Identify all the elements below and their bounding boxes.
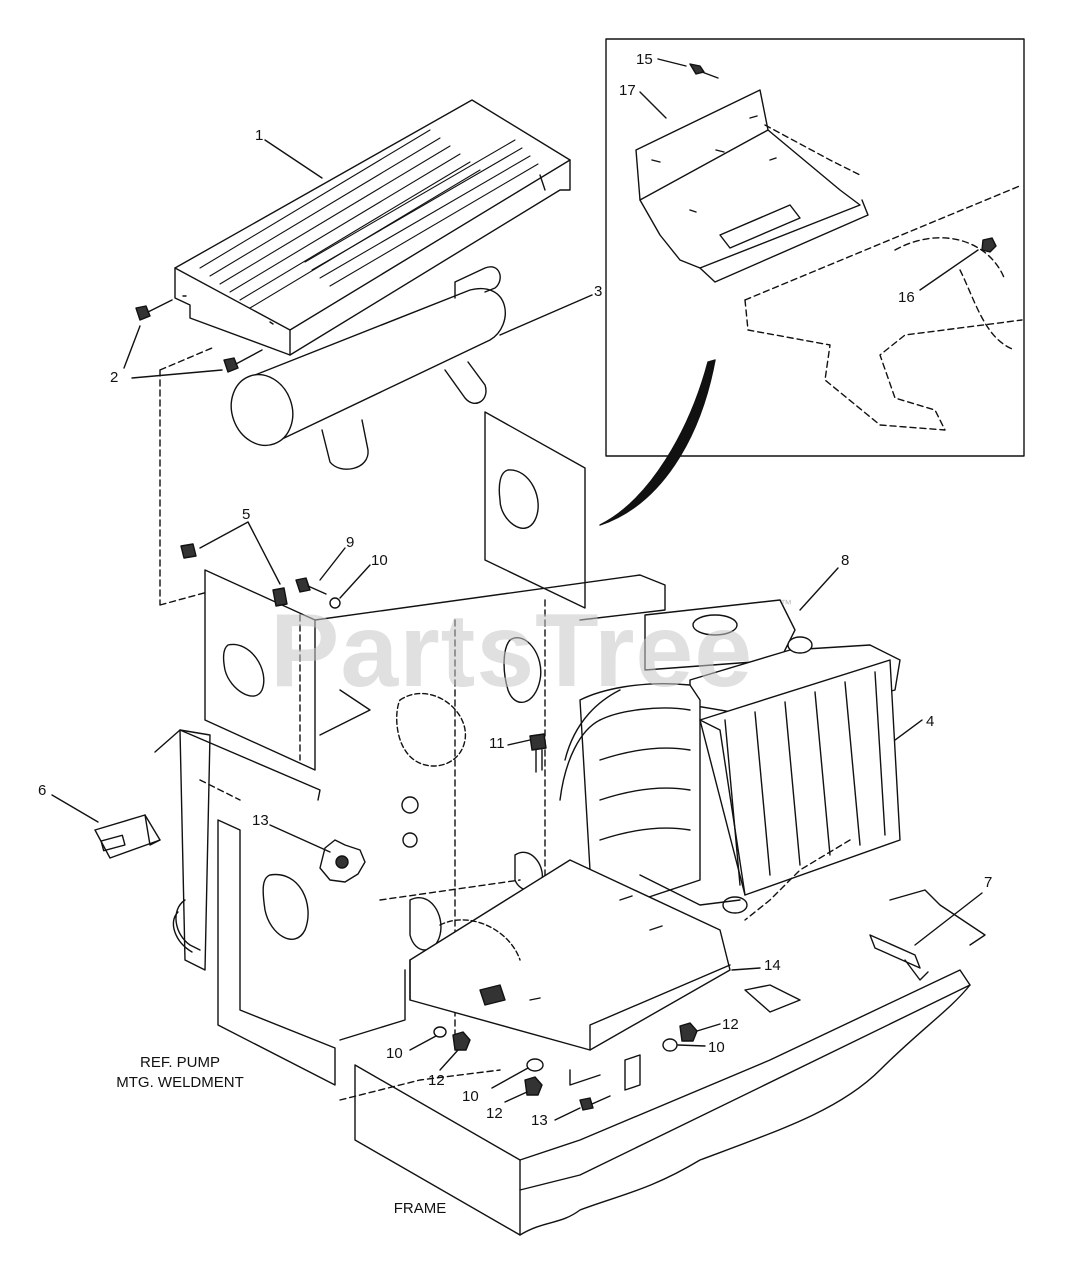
part-clip-5b: [272, 587, 288, 607]
leader-4: [894, 719, 923, 741]
callout-13-upper: 13: [252, 812, 269, 829]
part-washer-10-top: [329, 597, 341, 609]
callout-15: 15: [636, 51, 653, 68]
callout-17: 17: [619, 82, 636, 99]
part-washer-10-a: [433, 1026, 447, 1038]
leader-12-b: [504, 1091, 528, 1103]
part-nut-12-c: [679, 1022, 698, 1042]
callout-16: 16: [898, 289, 915, 306]
caption-pump-weldment: REF. PUMP MTG. WELDMENT: [100, 1053, 260, 1093]
part-radiator: [699, 659, 901, 896]
callout-10-right: 10: [708, 1039, 725, 1056]
caption-pump-line2: MTG. WELDMENT: [116, 1074, 244, 1091]
callout-5: 5: [242, 506, 251, 523]
inset-fastener-15: [689, 63, 719, 79]
leader-17: [639, 91, 667, 119]
watermark-trademark: ™: [780, 597, 792, 611]
part-mount-plate: [154, 569, 666, 1086]
part-nut-12-a: [452, 1031, 471, 1051]
leader-15: [657, 58, 687, 67]
leader-2a: [123, 325, 141, 369]
inset-nut-16: [981, 237, 997, 253]
callout-3: 3: [594, 283, 603, 300]
callout-1: 1: [255, 127, 264, 144]
callout-12-right: 12: [722, 1016, 739, 1033]
caption-pump-line1: REF. PUMP: [139, 1054, 220, 1071]
part-bolt-13-b: [579, 1095, 611, 1111]
callout-10-left: 10: [386, 1045, 403, 1062]
part-frame: [339, 839, 986, 1236]
callout-12-left: 12: [428, 1072, 445, 1089]
leader-5: [199, 521, 281, 585]
leader-13-upper: [269, 824, 331, 853]
part-washer-10-c: [662, 1038, 678, 1052]
leader-14: [731, 967, 761, 971]
callout-2: 2: [110, 369, 119, 386]
callout-14: 14: [764, 957, 781, 974]
inset-dashed-plate: [744, 124, 1023, 431]
part-gasket-right: [484, 411, 586, 609]
leader-10-a: [409, 1035, 437, 1051]
callout-10-top: 10: [371, 552, 388, 569]
part-muffler: [230, 266, 506, 470]
part-bolt-11: [529, 733, 547, 773]
watermark-text: PartsTree: [270, 593, 754, 709]
leader-1: [264, 139, 323, 179]
tube-left: [172, 899, 201, 953]
leader-13-b: [554, 1107, 581, 1121]
detail-pointer-arrow: [599, 359, 716, 526]
inset-detail: [605, 38, 1025, 457]
part-cap: [787, 636, 813, 654]
leader-9: [319, 547, 346, 581]
callout-9: 9: [346, 534, 355, 551]
part-bolt-9: [295, 577, 327, 595]
part-bolt-2a: [135, 299, 173, 321]
leader-6: [51, 794, 99, 823]
part-hour-meter: [94, 814, 161, 859]
leader-11: [507, 739, 531, 746]
inset-bracket: [635, 89, 869, 283]
leader-3: [499, 294, 593, 336]
callout-6: 6: [38, 782, 47, 799]
callout-13-lower: 13: [531, 1112, 548, 1129]
part-heat-shield: [174, 99, 571, 356]
leader-10-b: [491, 1067, 529, 1089]
dashed-guide-center: [199, 614, 521, 901]
leader-10-top: [339, 564, 371, 599]
part-bolt-2b: [223, 349, 263, 373]
leader-12-c: [696, 1023, 721, 1032]
callout-7: 7: [984, 874, 993, 891]
leader-12-a: [439, 1049, 459, 1071]
caption-frame: FRAME: [393, 1200, 447, 1217]
callout-11: 11: [489, 735, 505, 752]
leader-16: [919, 249, 979, 291]
callout-8: 8: [841, 552, 850, 569]
callout-4: 4: [926, 713, 935, 730]
callout-10-bottom: 10: [462, 1088, 479, 1105]
leader-10-c: [677, 1044, 706, 1047]
callout-12-bottom: 12: [486, 1105, 503, 1122]
part-gear-nut-13: [319, 839, 366, 883]
leader-8: [799, 567, 839, 611]
leader-7: [914, 892, 983, 946]
part-clip-5a: [180, 543, 197, 559]
part-washer-10-b: [526, 1058, 544, 1072]
leader-2b: [131, 369, 223, 379]
part-base-plate: [409, 859, 731, 1051]
part-pin-7: [869, 934, 929, 981]
dashed-guide-left: [159, 347, 216, 606]
